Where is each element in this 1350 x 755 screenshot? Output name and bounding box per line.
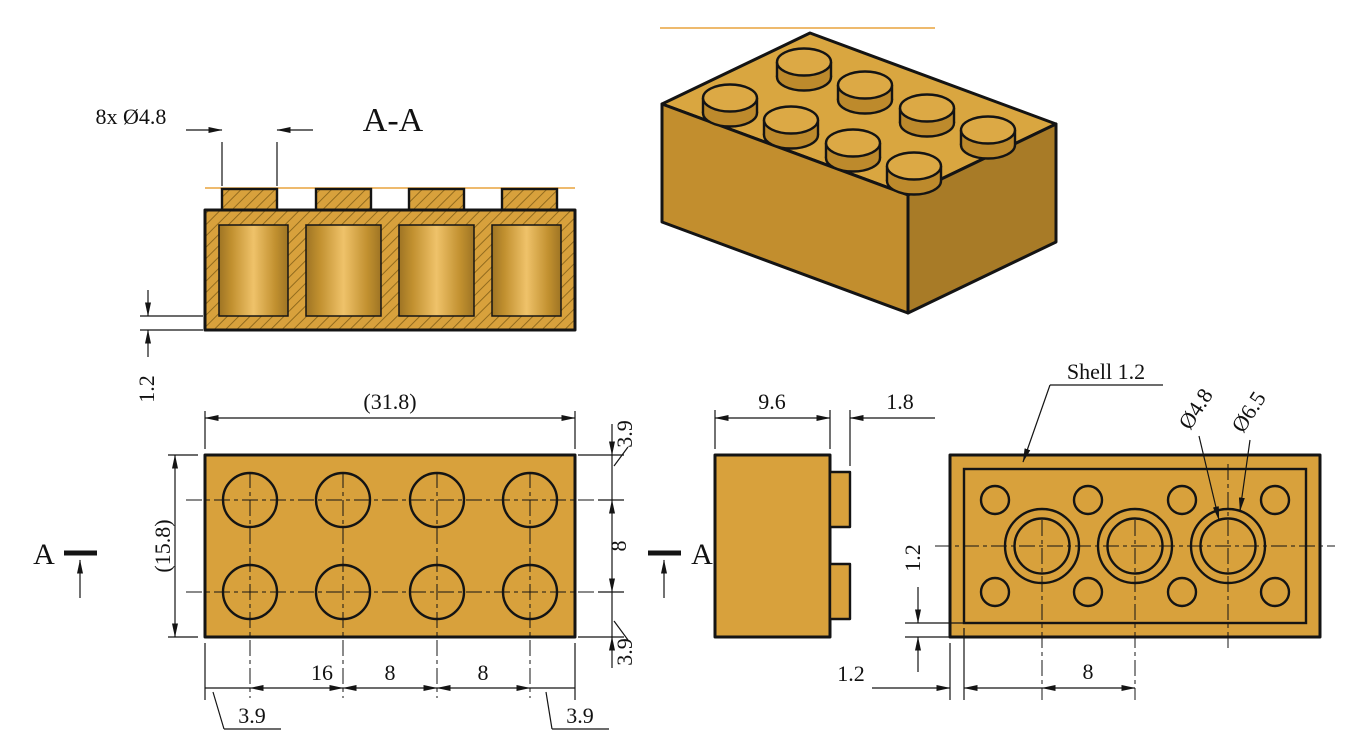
isometric-view [660, 27, 1058, 315]
section-marker-a-left: A [33, 538, 55, 571]
top-view-stud-circle [314, 471, 372, 529]
section-cavity [218, 224, 289, 317]
section-view-aa: 8x Ø4.8 A-A 1.2 [96, 102, 577, 403]
top-view-stud-circle [501, 471, 559, 529]
dim-overall-width: (31.8) [363, 389, 416, 414]
dim-edge-right: 3.9 [566, 703, 594, 728]
section-marker-left: A [33, 538, 97, 598]
top-view-stud-circle [408, 563, 466, 621]
dim-wall-bottom: 1.2 [900, 544, 925, 572]
top-view: (31.8) (15.8) 3.9 8 3.9 16 8 8 [150, 389, 637, 730]
dim-pitch-8a: 8 [385, 660, 396, 685]
dim-stud-callout: 8x Ø4.8 [96, 104, 167, 129]
section-marker-middle: A [648, 538, 713, 598]
dim-wall-left: 1.2 [837, 661, 865, 686]
bottom-view-tube-outer [1189, 507, 1267, 585]
dim-pitch-8b: 8 [478, 660, 489, 685]
dim-overall-depth: (15.8) [150, 519, 175, 572]
section-cavity [305, 224, 382, 317]
leader-line [545, 691, 553, 730]
iso-stud [898, 93, 956, 138]
bottom-view-tube-outer [1003, 507, 1081, 585]
bottom-view-stud-hole [1072, 484, 1104, 516]
top-view-stud-circle [408, 471, 466, 529]
dim-edge-left: 3.9 [238, 703, 266, 728]
leader-line [613, 446, 629, 467]
dim-pitch-16: 16 [311, 660, 333, 685]
leader-line [212, 691, 225, 730]
bottom-view-tube-inner [1106, 517, 1164, 575]
section-stud [220, 187, 279, 212]
bottom-view-stud-hole [1259, 484, 1291, 516]
section-stud [500, 187, 559, 212]
leader-line [1022, 384, 1051, 463]
section-cavity [398, 224, 475, 317]
iso-stud [885, 151, 943, 196]
bottom-view: Shell 1.2 Ø4.8 Ø6.5 1.2 1.2 8 [837, 359, 1335, 700]
iso-stud [836, 70, 894, 115]
dim-tube-inner: Ø4.8 [1173, 384, 1218, 434]
bottom-view-tube-inner [1013, 517, 1071, 575]
dim-body-height: 9.6 [758, 389, 786, 414]
dim-base-thickness: 1.2 [134, 375, 159, 403]
leader-line [1238, 439, 1251, 512]
section-stud [314, 187, 373, 212]
section-stud [407, 187, 466, 212]
bottom-view-stud-hole [1259, 576, 1291, 608]
section-title: A-A [363, 102, 424, 139]
dim-edge-top: 3.9 [612, 420, 637, 448]
iso-stud [701, 83, 759, 128]
side-view: 9.6 1.8 [713, 389, 935, 639]
side-view-body [713, 453, 832, 639]
top-view-stud-circle [501, 563, 559, 621]
dim-stud-height: 1.8 [886, 389, 914, 414]
bottom-view-stud-hole [1072, 576, 1104, 608]
side-view-stud [828, 470, 852, 529]
top-view-stud-circle [314, 563, 372, 621]
iso-stud [824, 128, 882, 173]
side-view-stud [828, 562, 852, 621]
dim-row-pitch: 8 [606, 541, 631, 552]
section-marker-a-middle: A [691, 538, 713, 571]
bottom-view-stud-hole [1166, 484, 1198, 516]
dim-tube-pitch: 8 [1083, 659, 1094, 684]
bottom-view-stud-hole [979, 484, 1011, 516]
top-view-stud-circle [221, 471, 279, 529]
leader-line [613, 620, 629, 641]
iso-stud [959, 115, 1017, 160]
section-cavity [491, 224, 562, 317]
bottom-view-stud-hole [1166, 576, 1198, 608]
top-view-stud-circle [221, 563, 279, 621]
dim-edge-bottom: 3.9 [612, 638, 637, 666]
iso-stud [762, 105, 820, 150]
top-view-body [203, 453, 577, 639]
dim-tube-outer: Ø6.5 [1226, 387, 1271, 437]
iso-stud [775, 47, 833, 92]
bottom-view-tube-inner [1199, 517, 1257, 575]
shell-callout: Shell 1.2 [1067, 359, 1145, 384]
bottom-view-stud-hole [979, 576, 1011, 608]
bottom-view-tube-outer [1096, 507, 1174, 585]
leader-line [1198, 435, 1220, 521]
